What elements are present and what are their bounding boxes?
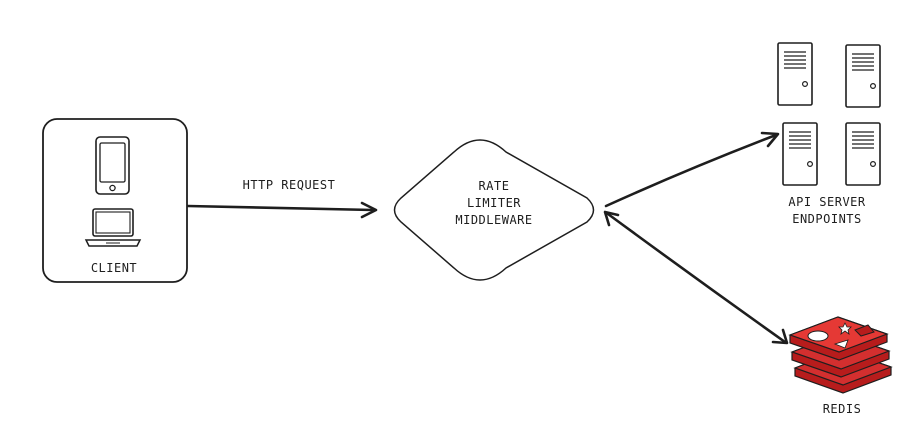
redis-icon — [788, 316, 893, 394]
laptop-icon — [84, 208, 142, 247]
api-server-line-1: API SERVER — [788, 195, 866, 209]
phone-icon — [95, 136, 130, 195]
client-node: CLIENT — [42, 118, 188, 283]
server-icon — [782, 122, 818, 186]
api-server-line-2: ENDPOINTS — [792, 212, 862, 226]
client-label: CLIENT — [91, 261, 137, 275]
redis-arrow — [603, 210, 789, 345]
redis-node: REDIS — [788, 316, 893, 416]
middleware-line-1: RATE — [479, 179, 510, 193]
redis-label: REDIS — [823, 402, 862, 416]
rate-limiter-diamond — [393, 139, 595, 281]
server-icon — [845, 44, 881, 108]
http-request-arrow — [186, 201, 378, 219]
client-box — [42, 118, 188, 283]
middleware-line-3: MIDDLEWARE — [455, 213, 532, 227]
api-arrow — [604, 131, 780, 208]
rate-limiter-node: RATE LIMITER MIDDLEWARE — [393, 139, 595, 281]
server-icon — [845, 122, 881, 186]
middleware-line-2: LIMITER — [467, 196, 521, 210]
api-server-group: API SERVER ENDPOINTS — [777, 42, 881, 226]
server-icon — [777, 42, 813, 106]
http-request-label: HTTP REQUEST — [243, 178, 336, 192]
